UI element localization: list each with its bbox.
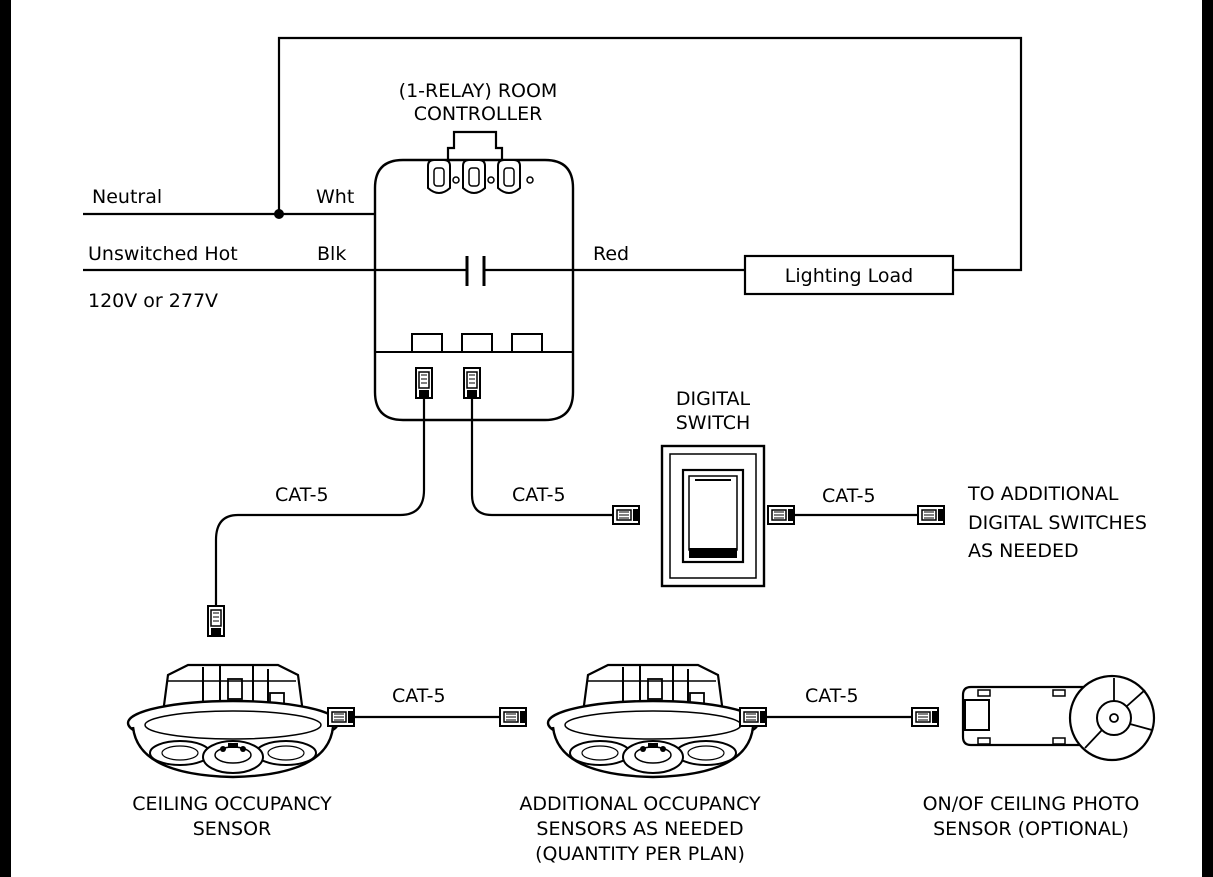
- sensor2-output-connector: [739, 707, 767, 727]
- additional-sensors-line3: (QUANTITY PER PLAN): [535, 843, 745, 865]
- neutral-junction: [274, 209, 284, 219]
- left-border: [0, 0, 11, 877]
- cable-label-3: CAT-5: [822, 485, 876, 507]
- red-label: Red: [593, 243, 629, 265]
- cable-controller-to-switch: [470, 398, 615, 517]
- digital-switch-device: [660, 444, 766, 588]
- additional-switches-line3: AS NEEDED: [968, 540, 1079, 562]
- digital-switch-label-line1: DIGITAL: [676, 388, 751, 410]
- blk-label: Blk: [317, 243, 346, 265]
- sensor1-output-connector: [327, 707, 355, 727]
- ceiling-sensor-label-line1: CEILING OCCUPANCY: [132, 793, 332, 815]
- ceiling-sensor-label-line2: SENSOR: [193, 818, 272, 840]
- additional-switch-connector: [917, 505, 945, 525]
- additional-switches-line1: TO ADDITIONAL: [967, 483, 1119, 505]
- neutral-loop-wire: [277, 36, 1023, 272]
- controller-port-left: [415, 367, 433, 399]
- controller-port-right: [463, 367, 481, 399]
- right-border: [1202, 0, 1213, 877]
- sensor2-input-connector: [499, 707, 527, 727]
- photo-sensor-label-line1: ON/OF CEILING PHOTO: [923, 793, 1140, 815]
- additional-occupancy-sensor: [546, 663, 760, 779]
- unswitched-hot-label: Unswitched Hot: [88, 243, 238, 265]
- additional-sensors-line1: ADDITIONAL OCCUPANCY: [519, 793, 761, 815]
- switch-output-connector: [767, 505, 795, 525]
- additional-sensors-line2: SENSORS AS NEEDED: [536, 818, 743, 840]
- wht-label: Wht: [316, 186, 354, 208]
- room-controller: [373, 130, 575, 422]
- switch-input-connector: [612, 505, 640, 525]
- cable-label-4: CAT-5: [392, 685, 446, 707]
- controller-title-line1: (1-RELAY) ROOM: [399, 80, 558, 102]
- cable-label-2: CAT-5: [512, 484, 566, 506]
- lighting-load-box: [743, 254, 955, 296]
- controller-title-line2: CONTROLLER: [414, 103, 543, 125]
- photo-sensor-device: [961, 674, 1156, 762]
- sensor-input-connector: [207, 605, 225, 637]
- ceiling-occupancy-sensor: [126, 663, 340, 779]
- photo-sensor-label-line2: SENSOR (OPTIONAL): [933, 818, 1129, 840]
- cable-label-5: CAT-5: [805, 685, 859, 707]
- photo-sensor-connector: [911, 707, 939, 727]
- voltage-label: 120V or 277V: [88, 290, 218, 312]
- cable-label-1: CAT-5: [275, 484, 329, 506]
- additional-switches-line2: DIGITAL SWITCHES: [968, 512, 1147, 534]
- neutral-label: Neutral: [92, 186, 162, 208]
- digital-switch-label-line2: SWITCH: [676, 412, 751, 434]
- lighting-load-label: Lighting Load: [785, 265, 913, 287]
- cable-controller-to-sensor: [214, 398, 426, 608]
